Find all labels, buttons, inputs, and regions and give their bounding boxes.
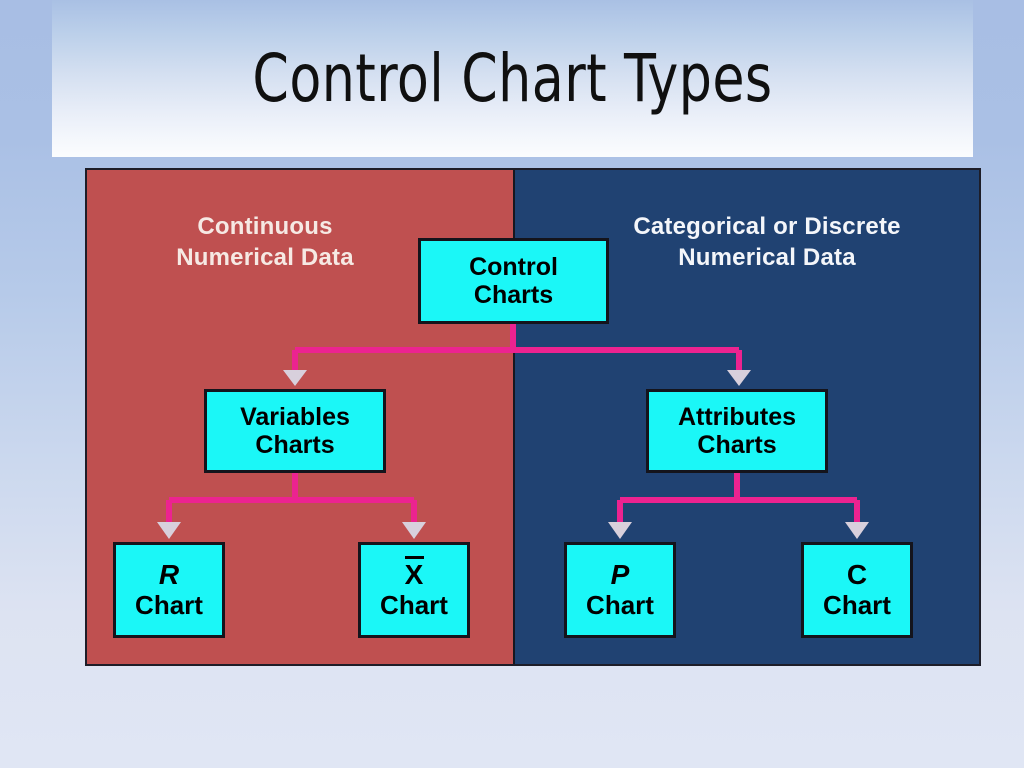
control-chart-types-diagram: Continuous Numerical Data Categorical or…	[85, 168, 981, 666]
panel-heading-categorical: Categorical or Discrete Numerical Data	[633, 213, 901, 271]
node-xbar-chart-label: Chart	[380, 589, 448, 620]
node-variables-charts[interactable]: Variables Charts	[204, 389, 386, 473]
node-variables-charts-line2: Charts	[255, 431, 335, 459]
node-c-chart-label: Chart	[823, 589, 891, 620]
node-r-chart-label: Chart	[135, 589, 203, 620]
node-r-chart-symbol: R	[158, 559, 180, 591]
node-p-chart-symbol: P	[610, 559, 630, 591]
node-control-charts-line2: Charts	[473, 281, 554, 309]
node-attributes-charts[interactable]: Attributes Charts	[646, 389, 828, 473]
title-band: Control Chart Types	[52, 0, 973, 157]
node-c-chart[interactable]: C Chart	[801, 542, 913, 638]
node-r-chart[interactable]: R Chart	[113, 542, 225, 638]
node-c-chart-symbol: C	[846, 559, 868, 591]
node-attributes-charts-line2: Charts	[697, 431, 777, 459]
node-attributes-charts-line1: Attributes	[677, 403, 797, 431]
node-p-chart-label: Chart	[586, 589, 654, 620]
node-xbar-chart-symbol: X	[404, 555, 424, 591]
node-p-chart[interactable]: P Chart	[564, 542, 676, 638]
node-variables-charts-line1: Variables	[240, 403, 350, 431]
node-xbar-chart[interactable]: X Chart	[358, 542, 470, 638]
node-control-charts[interactable]: Control Charts	[418, 238, 609, 324]
panel-heading-continuous: Continuous Numerical Data	[176, 213, 354, 271]
node-control-charts-line1: Control	[469, 253, 558, 281]
page-title: Control Chart Types	[252, 40, 773, 117]
